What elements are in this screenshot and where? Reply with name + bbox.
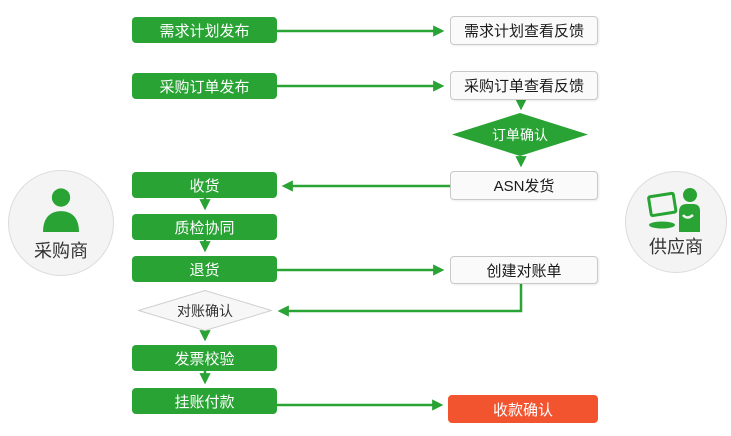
flow-node-receive: 收货 — [132, 172, 277, 198]
flow-node-demand-plan-feedback: 需求计划查看反馈 — [450, 16, 598, 45]
flow-decision-statement-confirm: 对账确认 — [138, 290, 272, 331]
person-at-laptop-icon — [647, 187, 700, 232]
actor-buyer-label: 采购商 — [34, 240, 88, 261]
flow-node-return-goods: 退货 — [132, 256, 277, 282]
flow-node-demand-plan-publish: 需求计划发布 — [132, 17, 277, 43]
actor-buyer: 采购商 — [8, 170, 114, 276]
decision-label: 订单确认 — [492, 126, 548, 143]
flow-node-po-feedback: 采购订单查看反馈 — [450, 71, 598, 100]
diamond-shape — [452, 113, 588, 156]
flow-node-receipt-confirm: 收款确认 — [448, 395, 598, 423]
diamond-shape — [138, 290, 272, 331]
connector-statement-to-confirm — [277, 284, 523, 317]
decision-label: 对账确认 — [177, 302, 233, 319]
flow-node-asn-ship: ASN发货 — [450, 171, 598, 200]
actor-supplier-label: 供应商 — [649, 236, 703, 257]
flow-node-quality-collab: 质检协同 — [132, 214, 277, 240]
flow-node-create-statement: 创建对账单 — [450, 256, 598, 284]
flow-node-book-payment: 挂账付款 — [132, 388, 277, 414]
flow-decision-order-confirm: 订单确认 — [452, 113, 588, 156]
person-icon — [43, 187, 79, 232]
flow-node-po-publish: 采购订单发布 — [132, 73, 277, 99]
flow-node-invoice-check: 发票校验 — [132, 345, 277, 371]
actor-supplier: 供应商 — [625, 171, 727, 273]
